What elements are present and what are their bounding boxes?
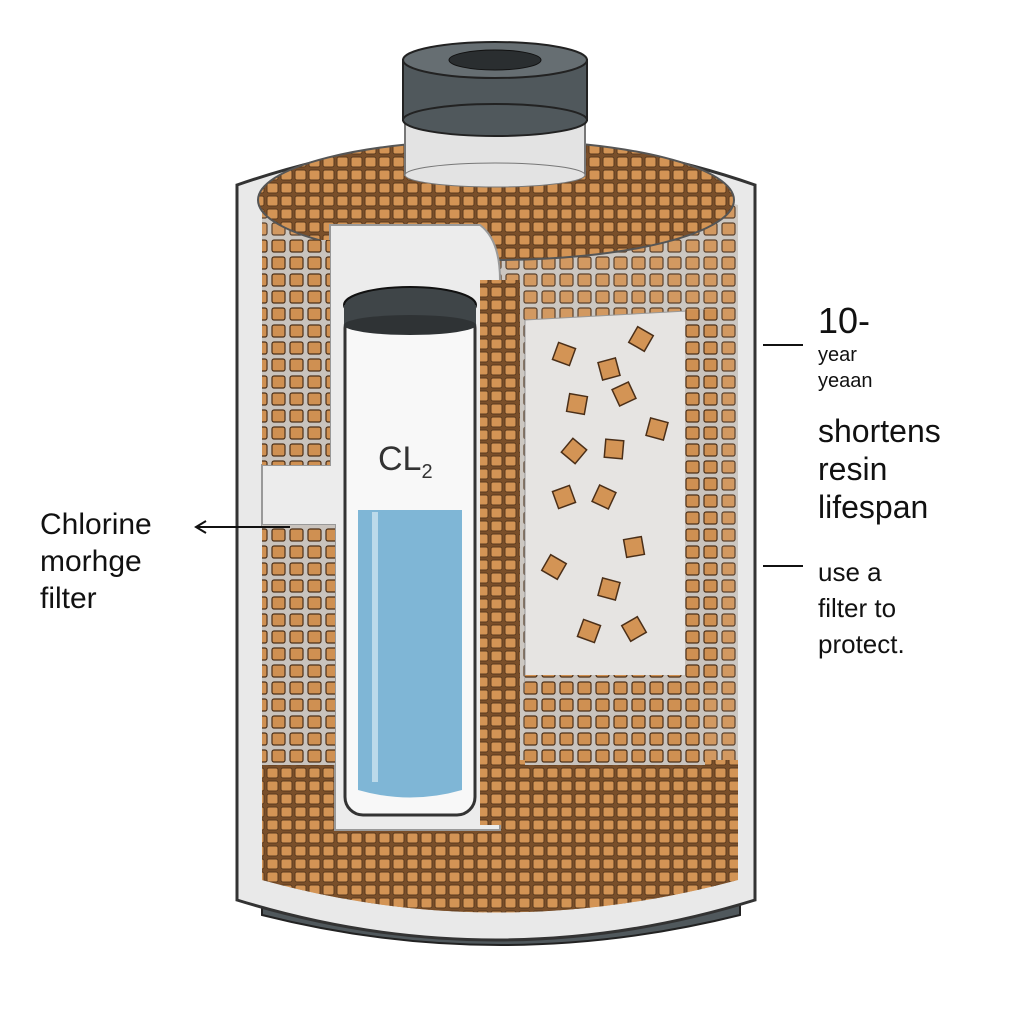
shortens-lifespan-label: shortens resin lifespan <box>818 412 941 526</box>
label-line: use a <box>818 557 882 587</box>
use-filter-label: use a filter to protect. <box>818 554 905 662</box>
ten-year-label: 10- <box>818 300 871 341</box>
ten-year-sublabel: year yeaan <box>818 342 873 394</box>
resin-window <box>524 309 720 765</box>
chlorine-tube <box>343 286 477 817</box>
tube-label-subscript: 2 <box>421 460 433 483</box>
label-line: morhge <box>40 545 142 578</box>
label-line: protect. <box>818 629 905 659</box>
tube-label: CL2 <box>378 440 433 484</box>
label-line: filter to <box>818 593 897 623</box>
label-line: shortens <box>818 413 941 449</box>
label-line: Chlorine <box>40 508 152 541</box>
chlorine-filter-label: Chlorine morhge filter <box>40 508 152 619</box>
tube-label-main: CL <box>378 440 422 478</box>
top-cap <box>402 41 588 188</box>
label-line: lifespan <box>818 489 929 525</box>
label-line: yeaan <box>818 370 873 392</box>
label-line: resin <box>818 451 888 487</box>
label-line: year <box>818 344 857 366</box>
arrow-to-chlorine-filter <box>194 520 290 534</box>
label-line: filter <box>40 582 97 615</box>
